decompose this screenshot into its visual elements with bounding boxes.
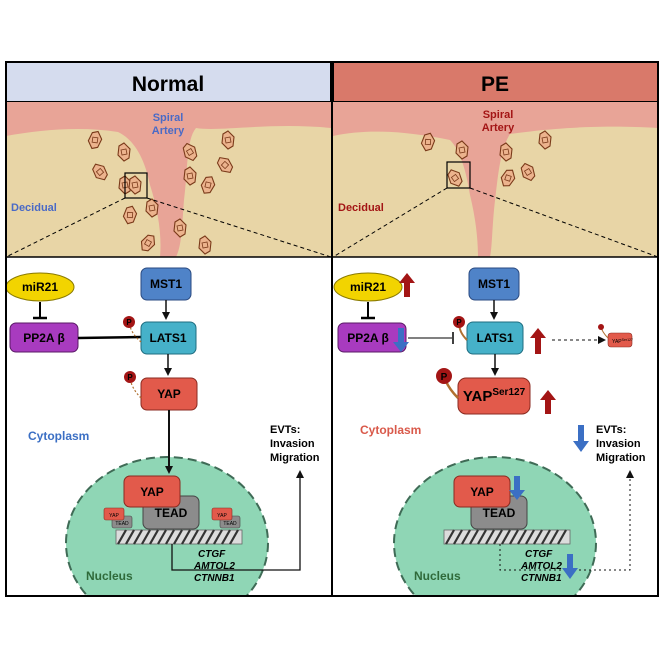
pe-nuc-yap-label: YAP: [470, 485, 494, 499]
pe-zoom-box: [446, 161, 471, 189]
pe-dna: [443, 529, 571, 545]
pe-genes-down-arrow: [562, 554, 578, 579]
normal-spiral-label-2: Artery: [152, 125, 185, 137]
pe-evts-2: Invasion: [596, 438, 641, 450]
svg-text:YAP: YAP: [109, 513, 119, 519]
normal-gene-3: CTNNB1: [194, 573, 235, 584]
normal-small-complex-right: YAP TEAD: [211, 507, 241, 529]
pe-spiral-label-1: Spiral: [483, 109, 514, 121]
pe-lats1-up-arrow: [530, 328, 546, 354]
pe-evts-down-arrow: [573, 425, 589, 452]
normal-pp2a-label: PP2A β: [23, 331, 65, 345]
normal-evts-2: Invasion: [270, 438, 315, 450]
normal-yap-phospho: [124, 371, 136, 383]
pe-lats1-phospho: [453, 316, 465, 328]
normal-small-complex-left: YAP TEAD: [103, 507, 133, 529]
pe-nuc-yap-box: [453, 475, 511, 508]
normal-title: Normal: [132, 73, 204, 96]
pe-evts-3: Migration: [596, 452, 646, 464]
normal-panel: Normal Spiral Artery Decidual: [5, 61, 332, 652]
normal-gene-1: CTGF: [198, 549, 226, 560]
pe-nucleus-label: Nucleus: [414, 569, 461, 583]
normal-dna: [115, 529, 243, 545]
normal-nucleus-label: Nucleus: [86, 569, 133, 583]
svg-text:TEAD: TEAD: [115, 521, 129, 527]
pe-yap-phospho: [436, 368, 452, 384]
pe-nuc-yap-down-arrow: [509, 476, 525, 500]
normal-tissue: [6, 102, 331, 257]
normal-lats1-phospho: [123, 316, 135, 328]
pe-panel: PE Spiral Artery Decidual miR21: [332, 61, 659, 652]
normal-spiral-artery: [6, 102, 331, 257]
svg-text:YAPSer127: YAPSer127: [612, 338, 633, 345]
normal-evts-1: EVTs:: [270, 424, 300, 436]
svg-text:P: P: [127, 373, 133, 382]
normal-cytoplasm-label: Cytoplasm: [28, 429, 89, 443]
pe-pp2a-box: [337, 322, 407, 353]
normal-mst1-label: MST1: [150, 277, 182, 291]
normal-tead-label: TEAD: [155, 506, 188, 520]
pe-yap-ser127-label: YAPSer127: [463, 387, 526, 405]
pe-gene-1: CTGF: [525, 549, 553, 560]
pe-gene-2: AMTOL2: [520, 561, 562, 572]
normal-decidual-label: Decidual: [11, 202, 57, 214]
pe-mst1-label: MST1: [478, 277, 510, 291]
pe-pp2a-down-arrow: [393, 328, 409, 352]
normal-lats1-label: LATS1: [149, 331, 186, 345]
normal-evts-3: Migration: [270, 452, 320, 464]
pe-lats1-label: LATS1: [476, 331, 513, 345]
pe-tead-label: TEAD: [483, 506, 516, 520]
normal-zoom-box: [124, 172, 148, 199]
normal-spiral-label-1: Spiral: [153, 112, 184, 124]
svg-text:P: P: [126, 318, 132, 327]
pe-pp2a-label: PP2A β: [347, 331, 389, 345]
svg-text:TEAD: TEAD: [223, 521, 237, 527]
pe-yap-small-box: [607, 332, 633, 348]
pe-title: PE: [481, 73, 509, 96]
pe-tissue: [333, 102, 658, 257]
normal-yap-label: YAP: [157, 387, 181, 401]
pe-yap-ser127-box: [457, 377, 531, 415]
normal-nuc-yap-label: YAP: [140, 485, 164, 499]
pe-cytoplasm-label: Cytoplasm: [360, 423, 421, 437]
pe-mir21-up-arrow: [399, 273, 415, 297]
pe-gene-3: CTNNB1: [521, 573, 562, 584]
pe-decidual-label: Decidual: [338, 202, 384, 214]
svg-text:YAP: YAP: [217, 513, 227, 519]
svg-text:P: P: [441, 372, 448, 383]
pe-mir21: [333, 272, 403, 302]
pe-evts-1: EVTs:: [596, 424, 626, 436]
pe-spiral-label-2: Artery: [482, 122, 515, 134]
pe-yap-up-arrow: [540, 390, 556, 414]
pe-mir21-label: miR21: [350, 280, 386, 294]
normal-mir21-label: miR21: [22, 280, 58, 294]
pe-spiral-artery: [333, 102, 658, 257]
normal-gene-2: AMTOL2: [193, 561, 235, 572]
svg-text:P: P: [456, 318, 462, 327]
normal-nuc-yap-box: [123, 475, 181, 508]
